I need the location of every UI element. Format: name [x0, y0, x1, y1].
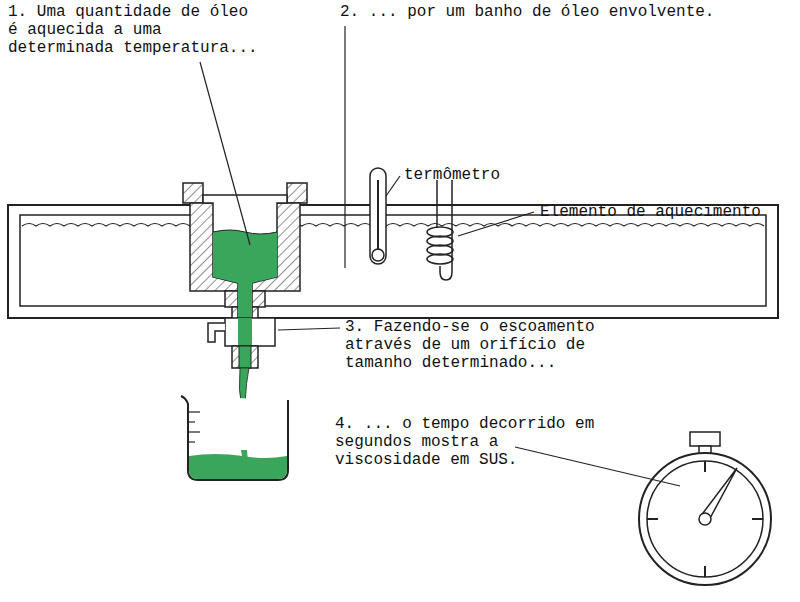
coil-winding	[427, 254, 453, 264]
valve	[208, 318, 275, 368]
thermometer	[370, 168, 386, 264]
callout-text: 1. Uma quantidade de óleo é aquecida a u…	[8, 3, 262, 57]
oil-bath	[8, 205, 778, 318]
callout-text: 4. ... o tempo decorrido em segundos mos…	[335, 415, 599, 469]
bath-surface	[22, 224, 764, 227]
viscometer-vessel	[183, 183, 307, 319]
callout-text: 2. ... por um banho de óleo envolvente.	[340, 3, 714, 21]
leader-lines	[200, 26, 680, 486]
callout-text: 3. Fazendo-se o escoamento através de um…	[345, 318, 599, 372]
heating-element	[427, 180, 453, 280]
part-name: Elemento de aquecimento	[540, 203, 761, 221]
stopwatch	[639, 432, 771, 585]
part-name: termômetro	[404, 166, 500, 184]
beaker	[181, 396, 288, 480]
